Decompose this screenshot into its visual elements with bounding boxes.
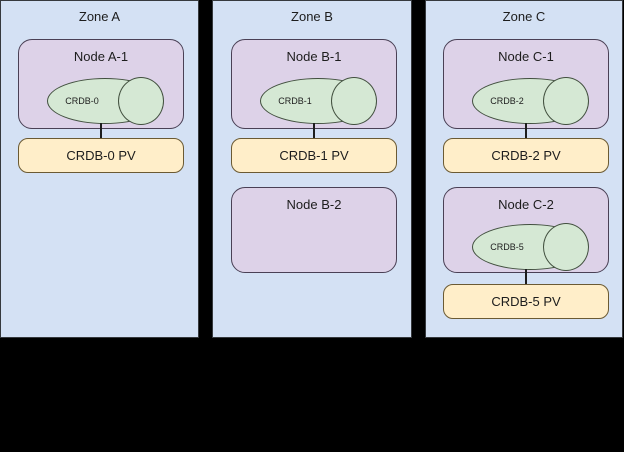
zone-panel-c[interactable]: Zone C Node C-1 CRDB-2 CRDB-2 PV Node C-… — [425, 0, 623, 338]
zone-label-a: Zone A — [78, 9, 121, 24]
connector-node-a-1-to-crdb-0-pv — [100, 123, 102, 139]
zone-label-c: Zone C — [502, 9, 546, 24]
node-box-b-1[interactable]: Node B-1 CRDB-1 — [231, 39, 397, 129]
volume-box-crdb-0-pv[interactable]: CRDB-0 PV — [18, 138, 184, 173]
volume-label-crdb-1-pv: CRDB-1 PV — [279, 147, 349, 163]
cylinder-cap — [543, 223, 589, 271]
database-cylinder-crdb-1[interactable]: CRDB-1 — [260, 77, 377, 125]
zone-panel-a[interactable]: Zone A Node A-1 CRDB-0 CRDB-0 PV — [0, 0, 199, 338]
volume-label-crdb-5-pv: CRDB-5 PV — [491, 293, 561, 309]
node-box-c-1[interactable]: Node C-1 CRDB-2 — [443, 39, 609, 129]
node-label-b-1: Node B-1 — [286, 49, 342, 64]
volume-box-crdb-5-pv[interactable]: CRDB-5 PV — [443, 284, 609, 319]
volume-label-crdb-0-pv: CRDB-0 PV — [66, 147, 136, 163]
zone-label-b: Zone B — [291, 9, 333, 24]
zone-panel-b[interactable]: Zone B Node B-1 CRDB-1 CRDB-1 PV Node B-… — [212, 0, 412, 338]
cylinder-cap — [118, 77, 164, 125]
cylinder-cap — [331, 77, 377, 125]
database-label-crdb-2: CRDB-2 — [490, 96, 524, 106]
database-label-crdb-0: CRDB-0 — [65, 96, 99, 106]
database-label-crdb-1: CRDB-1 — [278, 96, 312, 106]
node-box-b-2[interactable]: Node B-2 — [231, 187, 397, 273]
node-box-c-2[interactable]: Node C-2 CRDB-5 — [443, 187, 609, 273]
volume-label-crdb-2-pv: CRDB-2 PV — [491, 147, 561, 163]
database-label-crdb-5: CRDB-5 — [490, 242, 524, 252]
connector-node-c-1-to-crdb-2-pv — [525, 123, 527, 139]
database-cylinder-crdb-5[interactable]: CRDB-5 — [472, 223, 589, 271]
connector-node-c-2-to-crdb-5-pv — [525, 269, 527, 285]
node-label-b-2: Node B-2 — [286, 197, 342, 212]
connector-node-b-1-to-crdb-1-pv — [313, 123, 315, 139]
volume-box-crdb-2-pv[interactable]: CRDB-2 PV — [443, 138, 609, 173]
node-label-c-1: Node C-1 — [498, 49, 554, 64]
node-label-a-1: Node A-1 — [73, 49, 129, 64]
cylinder-cap — [543, 77, 589, 125]
node-label-c-2: Node C-2 — [498, 197, 554, 212]
node-box-a-1[interactable]: Node A-1 CRDB-0 — [18, 39, 184, 129]
database-cylinder-crdb-0[interactable]: CRDB-0 — [47, 77, 164, 125]
database-cylinder-crdb-2[interactable]: CRDB-2 — [472, 77, 589, 125]
volume-box-crdb-1-pv[interactable]: CRDB-1 PV — [231, 138, 397, 173]
